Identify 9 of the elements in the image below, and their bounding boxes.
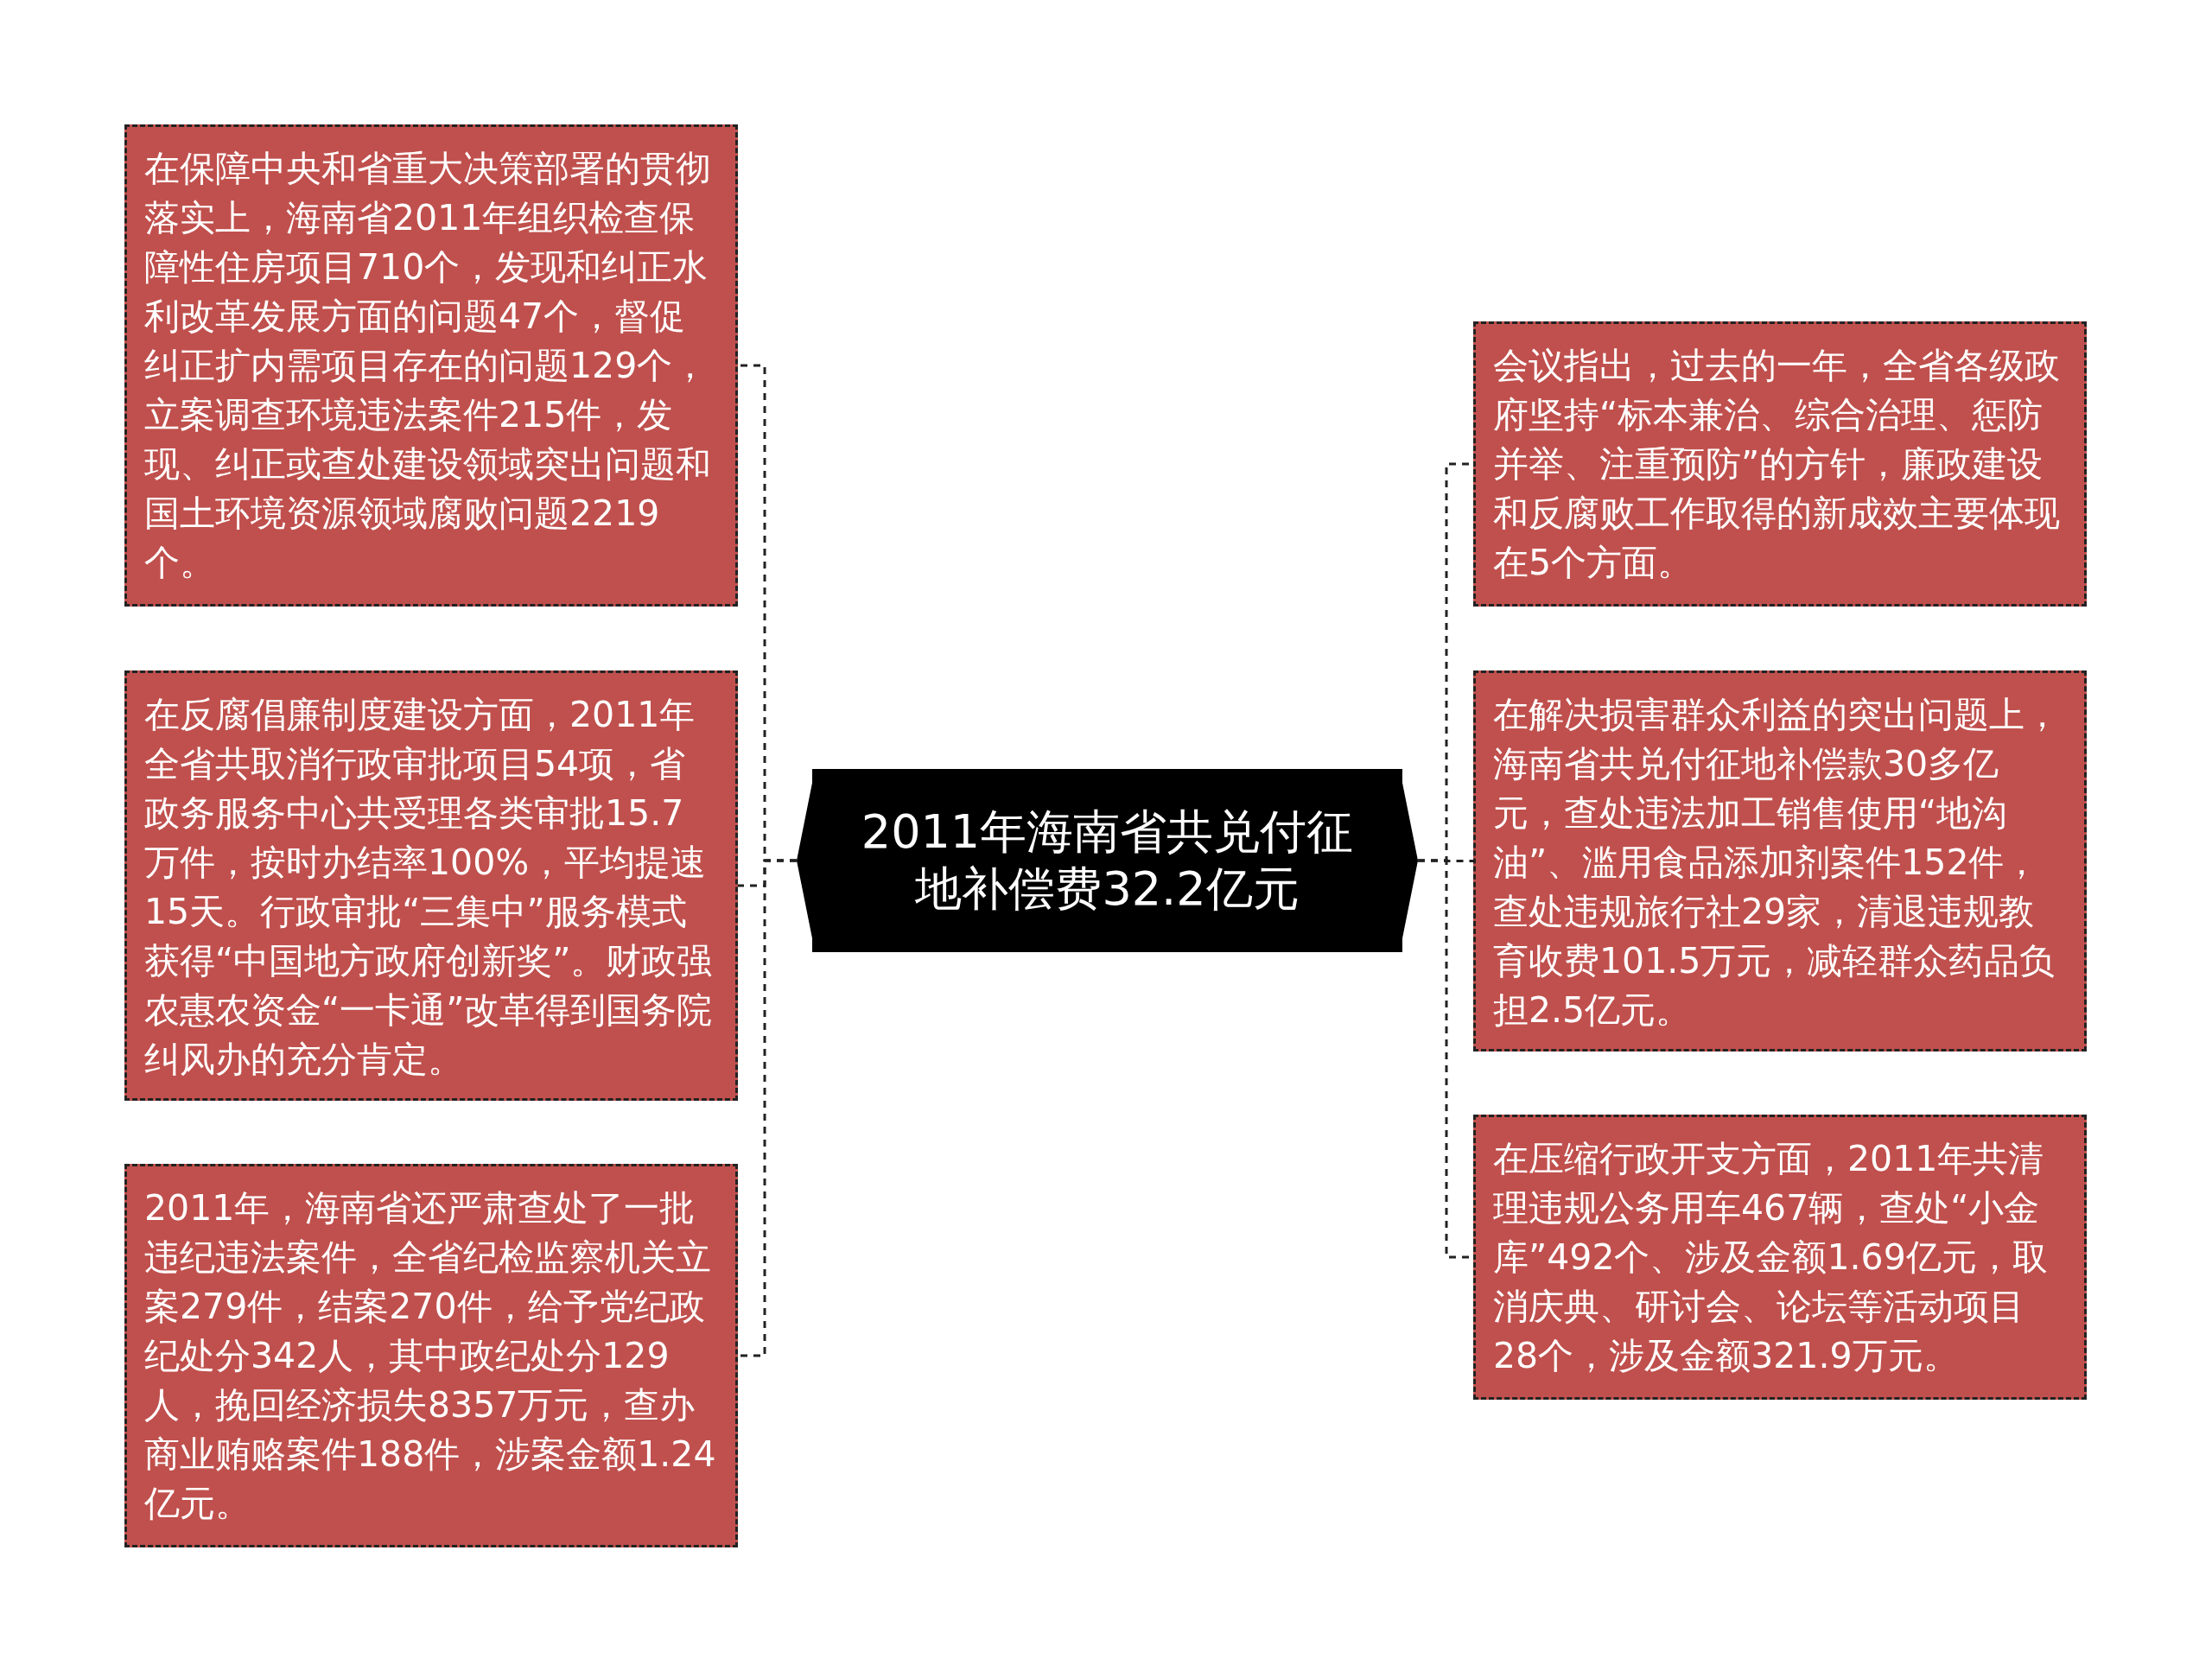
- connector-line: [738, 859, 797, 1357]
- text-card: 在解决损害群众利益的突出问题上，海南省共兑付征地补偿款30多亿元，查处违法加工销售使用“地沟油”、滥用食品添加剂案件152件，查处违规旅行社29家，清退违规教育收费101.5万元，减轻群众药品负担2.5亿元。: [1473, 670, 2087, 1052]
- text-card: 在反腐倡廉制度建设方面，2011年全省共取消行政审批项目54项，省政务服务中心共受理各类审批15.7万件，按时办结率100%，平均提速15天。行政审批“三集中”服务模式获得“中国地方政府创新奖”。财政强农惠农资金“一卡通”改革得到国务院纠风办的充分肯定。: [124, 670, 738, 1101]
- text-card: 在保障中央和省重大决策部署的贯彻落实上，海南省2011年组织检查保障性住房项目710个，发现和纠正水利改革发展方面的问题47个，督促纠正扩内需项目存在的问题129个，立案调查环境违法案件215件，发现、纠正或查处建设领域突出问题和国土环境资源领域腐败问题2219个。: [124, 124, 738, 607]
- topic-text: 2011年海南省共兑付征地补偿费32.2亿元: [860, 804, 1355, 918]
- topic-node: [797, 769, 1418, 952]
- text-card: 在压缩行政开支方面，2011年共清理违规公务用车467辆，查处“小金库”492个、涉及金额1.69亿元，取消庆典、研讨会、论坛等活动项目28个，涉及金额321.9万元。: [1473, 1115, 2087, 1400]
- text-card: 会议指出，过去的一年，全省各级政府坚持“标本兼治、综合治理、惩防并举、注重预防”的方针，廉政建设和反腐败工作取得的新成效主要体现在5个方面。: [1473, 321, 2087, 607]
- text-card: 2011年，海南省还严肃查处了一批违纪违法案件，全省纪检监察机关立案279件，结案270件，给予党纪政纪处分342人，其中政纪处分129人，挽回经济损失8357万元，查办商业贿赂案件188件，涉案金额1.24亿元。: [124, 1164, 738, 1547]
